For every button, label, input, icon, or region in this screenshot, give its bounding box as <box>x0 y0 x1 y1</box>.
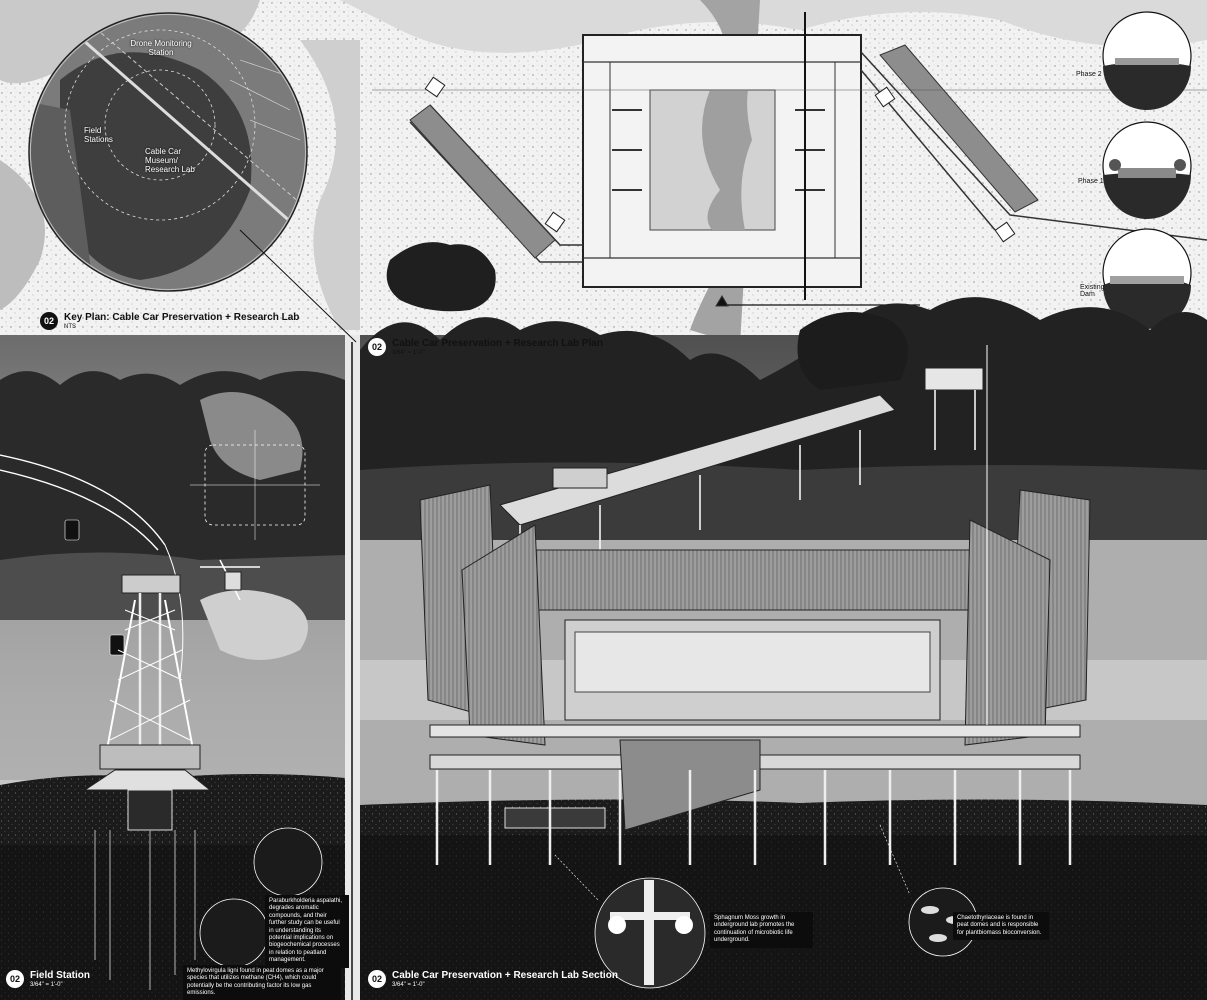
drone <box>190 430 320 601</box>
key-plan-number: 02 <box>40 312 58 330</box>
field-station-scale: 3/64" = 1'-0" <box>30 982 63 988</box>
section-heading: Cable Car Preservation + Research Lab Se… <box>392 970 618 981</box>
note-chaetothyriaceae: Chaetothyriaceae is found in peat domes … <box>953 912 1049 941</box>
section-scale: 3/64" = 1'-0" <box>392 982 425 988</box>
field-station-title: 02 Field Station 3/64" = 1'-0" <box>6 970 90 989</box>
key-plan-heading: Key Plan: Cable Car Preservation + Resea… <box>64 312 300 323</box>
key-plan-title: 02 Key Plan: Cable Car Preservation + Re… <box>40 312 299 331</box>
field-station-tower <box>83 574 212 990</box>
label-drone-monitoring: Drone Monitoring Station <box>130 39 192 57</box>
detail-bubbles <box>199 824 978 989</box>
key-plan-scale: NTS <box>64 324 76 330</box>
label-museum-lab: Cable Car Museum/ Research Lab <box>145 147 195 174</box>
field-station-heading: Field Station <box>30 970 90 981</box>
note-methylovirgula: Methylovirgula ligni found in peat domes… <box>183 965 341 1000</box>
field-station-number: 02 <box>6 970 24 988</box>
plan-drawing <box>372 12 1207 307</box>
phase-2-label: Phase 2 <box>1076 71 1102 78</box>
section-title: 02 Cable Car Preservation + Research Lab… <box>368 970 618 989</box>
plan-heading: Cable Car Preservation + Research Lab Pl… <box>392 338 603 349</box>
label-field-stations: Field Stations <box>84 126 113 144</box>
phase-diagrams <box>1102 11 1192 329</box>
existing-dam-label: Existing Dam <box>1080 284 1105 298</box>
note-sphagnum: Sphagnum Moss growth in underground lab … <box>710 912 813 948</box>
plan-scale: 3/64" = 1'-0" <box>392 350 425 356</box>
note-paraburkholderia: Paraburkholderia aspalathi, degrades aro… <box>265 895 349 968</box>
plan-title: 02 Cable Car Preservation + Research Lab… <box>368 338 603 357</box>
plan-number: 02 <box>368 338 386 356</box>
section-building <box>419 345 1091 865</box>
phase-1-label: Phase 1 <box>1078 178 1104 185</box>
section-number: 02 <box>368 970 386 988</box>
